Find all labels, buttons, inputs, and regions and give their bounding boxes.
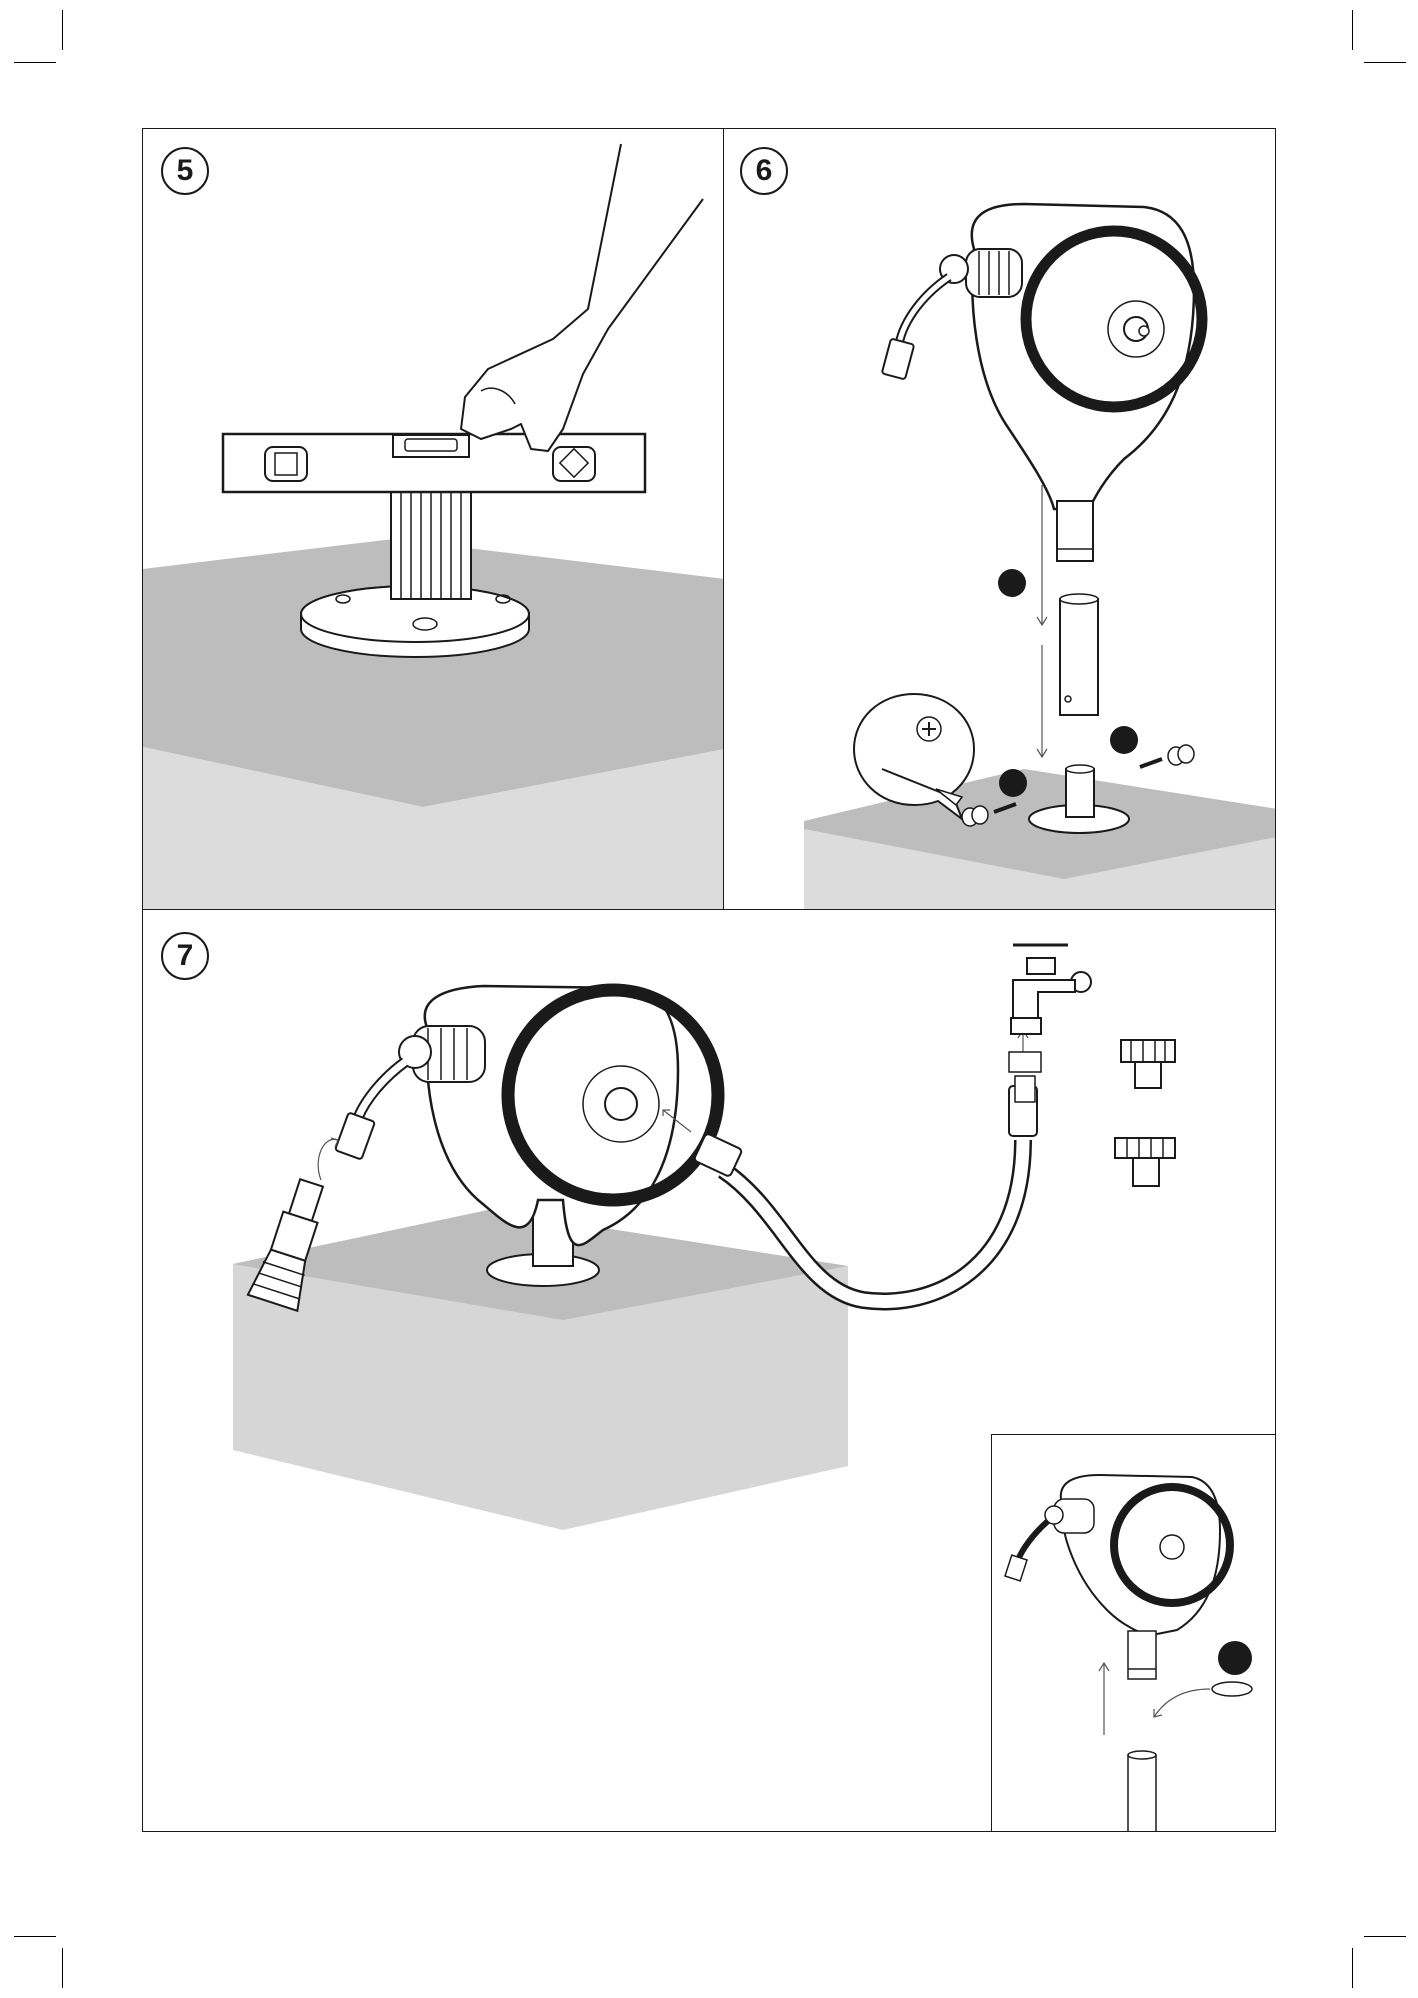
cap-illustration	[992, 1435, 1276, 1832]
step-number-5: 5	[161, 147, 209, 195]
step-marker	[1218, 1641, 1252, 1675]
step-marker	[1110, 726, 1138, 754]
panel-step-5: 5	[142, 128, 724, 910]
crop-mark	[1352, 10, 1353, 50]
crop-mark	[1352, 1948, 1353, 1988]
mounting-illustration	[724, 129, 1276, 910]
crop-mark	[1364, 62, 1406, 63]
step-marker	[998, 569, 1026, 597]
panel-step-6: 6	[723, 128, 1276, 910]
level-base-illustration	[143, 129, 724, 910]
crop-mark	[14, 1936, 56, 1937]
crop-mark	[14, 62, 56, 63]
inset-panel-cap	[991, 1434, 1276, 1832]
step-number-7: 7	[161, 932, 209, 980]
crop-mark	[1364, 1936, 1406, 1937]
crop-mark	[62, 10, 63, 50]
step-marker	[999, 769, 1027, 797]
step-number-6: 6	[740, 147, 788, 195]
panel-step-7: 7	[142, 909, 1276, 1832]
crop-mark	[62, 1948, 63, 1988]
